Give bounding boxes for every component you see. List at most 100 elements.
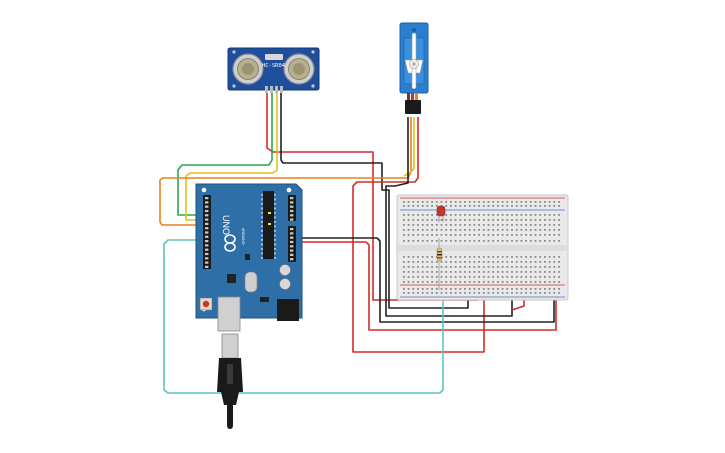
breadboard-hole — [534, 201, 537, 203]
breadboard-hole — [421, 201, 424, 203]
breadboard-hole — [497, 201, 499, 203]
breadboard-hole — [450, 201, 452, 203]
breadboard-hole — [403, 281, 405, 283]
chip-pin — [274, 252, 276, 255]
breadboard-hole — [539, 261, 542, 263]
breadboard-hole — [539, 271, 542, 273]
sensor-crystal — [265, 54, 283, 60]
breadboard-hole — [440, 224, 443, 226]
breadboard-hole — [482, 201, 485, 203]
breadboard-hole — [450, 224, 452, 226]
ultrasonic-sensor[interactable]: HC-SR04 — [227, 47, 320, 93]
arduino-analog-pins — [290, 197, 294, 261]
wire-sensor-gnd[interactable] — [280, 92, 469, 309]
breadboard-hole — [482, 261, 485, 263]
resistor[interactable] — [436, 238, 443, 290]
chip-pin — [261, 212, 263, 214]
header-pin — [205, 214, 209, 217]
breadboard-hole — [431, 224, 433, 226]
breadboard-hole — [431, 256, 433, 258]
led[interactable] — [436, 205, 446, 222]
breadboard-hole — [515, 205, 518, 207]
breadboard-hole — [497, 240, 499, 242]
breadboard-hole — [544, 240, 546, 242]
breadboard-hole — [548, 201, 551, 203]
breadboard-hole — [412, 229, 415, 231]
wire-servo-vcc[interactable] — [352, 117, 485, 353]
breadboard-hole — [506, 214, 509, 216]
breadboard-hole — [529, 256, 532, 258]
wire-led-signal[interactable] — [163, 228, 444, 394]
breadboard-hole — [407, 214, 410, 216]
breadboard-hole — [454, 229, 457, 231]
breadboard-hole — [544, 224, 546, 226]
breadboard-hole — [464, 288, 466, 290]
chip-pin — [261, 203, 263, 205]
breadboard-hole — [407, 229, 410, 231]
breadboard-hole — [412, 266, 415, 268]
breadboard-hole — [459, 261, 462, 263]
breadboard-hole — [558, 234, 560, 236]
wire-servo-signal[interactable] — [403, 117, 415, 177]
breadboard-hole — [426, 271, 429, 273]
breadboard[interactable] — [396, 194, 569, 301]
breadboard-hole — [417, 288, 419, 290]
breadboard-hole — [501, 224, 504, 226]
breadboard-hole — [454, 224, 457, 226]
breadboard-hole — [473, 214, 476, 216]
breadboard-hole — [417, 292, 419, 294]
breadboard-hole — [544, 276, 546, 278]
breadboard-hole — [435, 276, 438, 278]
breadboard-hole — [435, 224, 438, 226]
breadboard-hole — [525, 205, 527, 207]
breadboard-hole — [492, 271, 495, 273]
header-pin — [205, 235, 209, 238]
breadboard-hole — [539, 219, 542, 221]
reset-button[interactable] — [199, 297, 213, 311]
breadboard-hole — [544, 256, 546, 258]
breadboard-hole — [515, 256, 518, 258]
breadboard-hole — [421, 214, 424, 216]
breadboard-hole — [407, 266, 410, 268]
breadboard-hole — [487, 292, 490, 294]
breadboard-hole — [525, 214, 527, 216]
breadboard-hole — [450, 234, 452, 236]
wire-servo-gnd[interactable] — [385, 117, 513, 317]
wire-arduino-gnd[interactable] — [298, 237, 555, 323]
header-pin — [205, 252, 209, 256]
breadboard-hole — [440, 288, 443, 290]
wire-arduino-5v[interactable] — [298, 241, 557, 331]
breadboard-hole — [459, 224, 462, 226]
breadboard-hole — [468, 224, 471, 226]
breadboard-hole — [459, 229, 462, 231]
servo-motor[interactable] — [399, 22, 429, 114]
breadboard-hole — [450, 276, 452, 278]
breadboard-hole — [421, 261, 424, 263]
breadboard-hole — [558, 276, 560, 278]
breadboard-hole — [497, 288, 499, 290]
breadboard-hole — [440, 292, 443, 294]
breadboard-hole — [520, 229, 523, 231]
breadboard-hole — [464, 214, 466, 216]
breadboard-hole — [473, 240, 476, 242]
breadboard-hole — [473, 234, 476, 236]
breadboard-hole — [548, 234, 551, 236]
wire-sensor-trig[interactable] — [177, 92, 273, 216]
arduino-uno[interactable]: UNO ARDUINO — [195, 183, 303, 332]
chip-pin — [274, 221, 276, 223]
breadboard-hole — [558, 256, 560, 258]
breadboard-hole — [553, 281, 556, 283]
breadboard-hole — [553, 266, 556, 268]
breadboard-hole — [506, 288, 509, 290]
chip-pin — [274, 216, 276, 219]
breadboard-hole — [515, 240, 518, 242]
breadboard-hole — [492, 224, 495, 226]
breadboard-hole — [487, 256, 490, 258]
breadboard-hole — [506, 234, 509, 236]
chip-pin — [261, 252, 263, 255]
breadboard-hole — [403, 229, 405, 231]
capacitor — [279, 264, 291, 276]
breadboard-hole — [548, 214, 551, 216]
wire-sensor-echo[interactable] — [185, 92, 278, 221]
breadboard-hole — [468, 256, 471, 258]
